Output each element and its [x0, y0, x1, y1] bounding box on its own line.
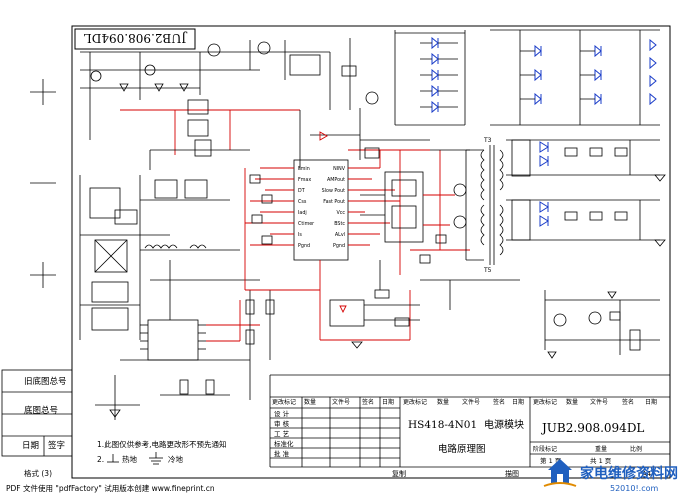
side-row-date: 日期 — [22, 441, 39, 451]
circuit-half-bridge — [359, 108, 470, 264]
footer-format: 格式 (3) — [24, 468, 52, 478]
hot-ground-label: 热地 — [122, 454, 137, 464]
ic-pin-right-2: AMPout — [327, 177, 345, 183]
ic-pin-left-6: Ctimer — [298, 221, 314, 227]
note-2-label: 2. — [97, 455, 104, 464]
circuit-feedback — [320, 260, 520, 349]
watermark-title: 家电维修资料网 — [580, 465, 678, 482]
rev-header-date: 日期 — [382, 398, 394, 406]
ic-pin-left-2: Fmax — [298, 177, 311, 183]
product-name: 电源模块 — [484, 418, 524, 431]
role-design: 设 计 — [274, 409, 290, 418]
ic-pin-right-8: Pgnd — [333, 243, 345, 249]
rev-header-sign-3: 签名 — [622, 398, 634, 406]
product-model: HS418-4N01 — [408, 419, 477, 431]
hot-ground-symbol — [107, 454, 119, 463]
circuit-top-center — [310, 38, 379, 141]
rev-header-mark-3: 更改标记 — [533, 398, 557, 406]
circuit-lower-left — [95, 260, 275, 420]
rev-header-date-3: 日期 — [645, 398, 657, 406]
ic-pin-right-5: Vcc — [336, 210, 345, 216]
footer-draw: 描图 — [505, 469, 519, 478]
rev-header-doc-2: 文件号 — [462, 398, 480, 406]
circuit-standby — [544, 290, 660, 359]
cold-ground-label: 冷地 — [168, 454, 183, 464]
note-1: 1.此图仅供参考,电路更改形不预先通知 — [97, 439, 227, 449]
rev-header-doc-3: 文件号 — [590, 398, 608, 406]
footer-size: A4 — [642, 470, 652, 478]
circuit-mains-input — [79, 175, 240, 340]
stage-label: 阶段标记 — [533, 445, 557, 453]
weight-label: 重量 — [595, 445, 607, 453]
rev-header-qty-3: 数量 — [566, 398, 578, 406]
controller-ic: Fmin Fmax DT Css Iadj Ctimer Is Pgnd NIN… — [244, 149, 430, 340]
transformer-label-t3: T3 — [483, 137, 492, 144]
side-row-base: 底图总号 — [24, 405, 58, 416]
notes: 1.此图仅供参考,电路更改形不预先通知 2. 热地 冷地 — [97, 439, 227, 465]
ic-pin-right-1: NINV — [333, 166, 346, 172]
title-block: 更改标记 数量 文件号 签名 日期 更改标记 数量 文件号 签名 日期 更改标记… — [269, 374, 670, 468]
ic-pin-right-7: ALvl — [335, 232, 345, 238]
ic-pin-left-3: DT — [298, 188, 305, 194]
rev-header-mark: 更改标记 — [272, 398, 296, 406]
ic-pin-left-7: Is — [298, 232, 302, 238]
sheet-number: 第 1 页 — [540, 456, 562, 465]
circuit-secondary — [506, 139, 666, 247]
watermark: 家电维修资料网 52010!.com — [543, 459, 678, 493]
rev-header-qty: 数量 — [304, 398, 316, 406]
footer: 格式 (3) 复制 描图 A4 PDF 文件使用 "pdfFactory" 试用… — [6, 468, 652, 493]
side-row-sign: 签字 — [48, 440, 65, 451]
transformer-block: T3 T5 — [466, 137, 504, 274]
ic-pin-left-4: Css — [298, 199, 307, 205]
circuit-top-left — [80, 40, 330, 199]
drawing-code: JUB2.908.094DL — [540, 421, 644, 435]
cold-ground-symbol — [149, 452, 163, 465]
pdf-note: PDF 文件使用 "pdfFactory" 试用版本创建 www.finepri… — [6, 483, 215, 493]
ic-pin-right-3: Slow Pout — [322, 188, 345, 194]
side-row-old-base: 旧底图总号 — [24, 376, 67, 387]
code-box — [74, 28, 196, 50]
ic-pin-left-8: Pgnd — [298, 243, 310, 249]
rev-header-doc: 文件号 — [332, 398, 350, 406]
watermark-house-icon — [543, 459, 577, 487]
rev-header-sign: 签名 — [362, 398, 374, 406]
rev-header-qty-2: 数量 — [437, 398, 449, 406]
registration-marks — [30, 79, 56, 288]
drawing-name: 电路原理图 — [438, 443, 486, 455]
transformer-label-t5: T5 — [483, 267, 492, 274]
side-record-table: 旧底图总号 底图总号 日期 签字 — [1, 369, 73, 457]
rotated-drawing-code: JUB2.908.094DL — [84, 31, 188, 45]
role-standard: 标准化 — [274, 439, 294, 448]
ic-pin-right-6: BStc — [334, 221, 345, 227]
rev-header-sign-2: 签名 — [493, 398, 505, 406]
circuit-regulator-column — [394, 30, 466, 126]
scale-label: 比例 — [630, 445, 642, 453]
ic-pin-right-4: Fast Pout — [323, 199, 345, 205]
watermark-url: 52010!.com — [610, 484, 658, 493]
role-process: 工 艺 — [274, 430, 290, 438]
role-review: 审 核 — [274, 419, 290, 428]
footer-copy: 复制 — [392, 469, 406, 478]
sheet-total: 共 1 页 — [590, 456, 612, 465]
rev-header-mark-2: 更改标记 — [403, 398, 427, 406]
ic-pin-left-1: Fmin — [298, 166, 310, 172]
rev-header-date-2: 日期 — [512, 398, 524, 406]
role-approve: 批 准 — [274, 449, 290, 458]
circuit-top-right-outputs — [490, 29, 660, 126]
ic-pin-left-5: Iadj — [298, 210, 307, 216]
